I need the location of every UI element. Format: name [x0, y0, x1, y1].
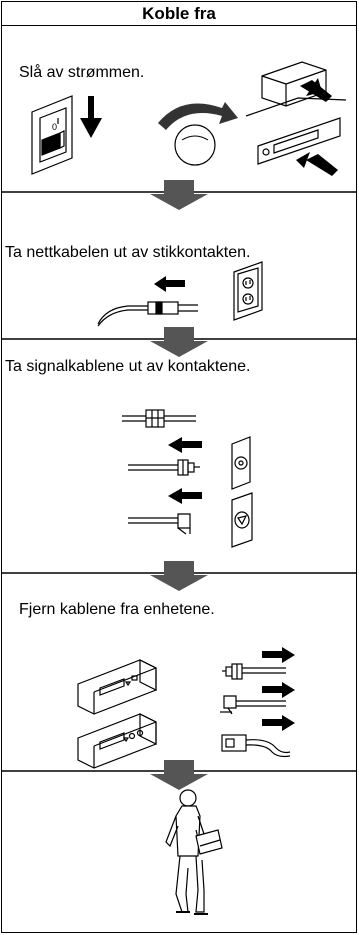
- rotate-knob-icon: [158, 102, 238, 166]
- page-title: Koble fra: [2, 2, 356, 26]
- flow-arrow-down-icon: [150, 561, 208, 591]
- arrow-down-icon: [80, 96, 102, 138]
- phone-socket-icon: [231, 492, 253, 548]
- step-4-text: Fjern kablene fra enhetene.: [19, 601, 215, 618]
- flow-arrow-down-icon: [150, 760, 208, 790]
- step-3-text: Ta signalkablene ut av kontaktene.: [5, 358, 251, 375]
- arrow-right-icon: [262, 647, 295, 663]
- arrow-right-icon: [262, 715, 295, 731]
- power-cable-icon: [221, 734, 291, 758]
- power-switch-icon: 0: [31, 95, 73, 175]
- step-2-text: Ta nettkabelen ut av stikkontakten.: [5, 244, 251, 261]
- flow-arrow-down-icon: [150, 327, 208, 357]
- coax-socket-icon: [231, 436, 251, 490]
- flow-arrows: [150, 180, 208, 790]
- power-cable-icon: [97, 301, 198, 327]
- press-arrow-icon: [296, 78, 338, 176]
- coax-cable-icon: [222, 663, 286, 680]
- person-carrying-icon: [165, 789, 223, 915]
- arrow-left-icon: [168, 488, 202, 504]
- flow-arrow-down-icon: [150, 180, 208, 210]
- device-icon: [77, 659, 157, 715]
- coax-cable-icon: [128, 459, 200, 476]
- switch-zero-label: 0: [52, 122, 57, 132]
- arrow-left-icon: [168, 437, 202, 453]
- rocker-switch-icon: [245, 61, 347, 165]
- phone-cable-icon: [220, 695, 286, 715]
- arrow-left-icon: [154, 276, 185, 292]
- wall-outlet-icon: [233, 261, 263, 321]
- device-icon: [77, 713, 157, 769]
- arrow-right-icon: [262, 682, 295, 698]
- phone-cable-icon: [128, 513, 191, 535]
- step-1-text: Slå av strømmen.: [19, 64, 145, 81]
- signal-cable-icon: [122, 409, 196, 428]
